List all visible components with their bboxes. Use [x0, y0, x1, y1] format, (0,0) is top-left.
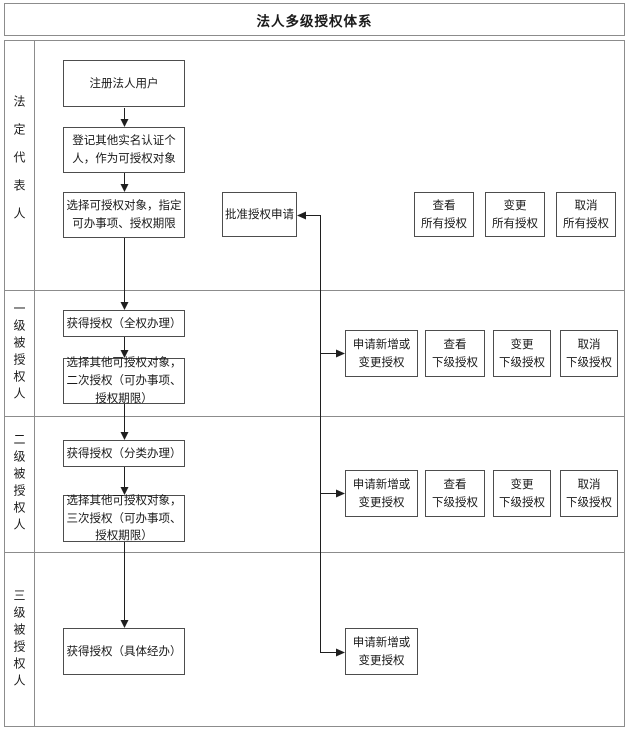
- flow-box-second-grant: 选择其他可授权对象， 二次授权（可办事项、 授权期限）: [63, 355, 185, 405]
- action-box-request-l4: 申请新增或 变更授权: [345, 628, 418, 675]
- action-box-cancel-sub-l3: 取消 下级授权: [560, 470, 618, 517]
- action-box-view-all-grants: 查看 所有授权: [414, 192, 474, 237]
- action-box-cancel-sub-l2: 取消 下级授权: [560, 330, 618, 377]
- action-box-change-sub-l3: 变更 下级授权: [493, 470, 551, 517]
- flow-box-grant-full: 获得授权（全权办理）: [63, 310, 185, 337]
- diagram-title: 法人多级授权体系: [4, 3, 625, 36]
- action-box-request-l3: 申请新增或 变更授权: [345, 470, 418, 517]
- lane-divider-2: [4, 416, 625, 417]
- lane-label-level3-grantee: 三级被授权人: [12, 588, 26, 691]
- action-box-view-sub-l3: 查看 下级授权: [425, 470, 485, 517]
- flow-box-register-user: 注册法人用户: [63, 60, 185, 107]
- flow-box-register-persons: 登记其他实名认证个 人，作为可授权对象: [63, 127, 185, 173]
- flow-box-approve-request: 批准授权申请: [222, 192, 297, 237]
- lane-label-level1-grantee: 一级被授权人: [12, 302, 26, 404]
- flow-box-select-grantee: 选择可授权对象，指定 可办事项、授权期限: [63, 192, 185, 238]
- action-box-request-l2: 申请新增或 变更授权: [345, 330, 418, 377]
- flow-box-grant-handler: 获得授权（具体经办）: [63, 628, 185, 675]
- action-box-cancel-all-grants: 取消 所有授权: [556, 192, 616, 237]
- flow-box-grant-classified: 获得授权（分类办理）: [63, 440, 185, 467]
- lane-divider-1: [4, 290, 625, 291]
- action-box-view-sub-l2: 查看 下级授权: [425, 330, 485, 377]
- lane-divider-3: [4, 552, 625, 553]
- lane-label-legal-representative: 法定代表人: [12, 95, 26, 235]
- flow-box-third-grant: 选择其他可授权对象， 三次授权（可办事项、 授权期限）: [63, 493, 185, 542]
- lane-label-column-divider: [34, 40, 35, 727]
- action-box-change-all-grants: 变更 所有授权: [485, 192, 545, 237]
- action-box-change-sub-l2: 变更 下级授权: [493, 330, 551, 377]
- lane-label-level2-grantee: 二级被授权人: [12, 433, 26, 535]
